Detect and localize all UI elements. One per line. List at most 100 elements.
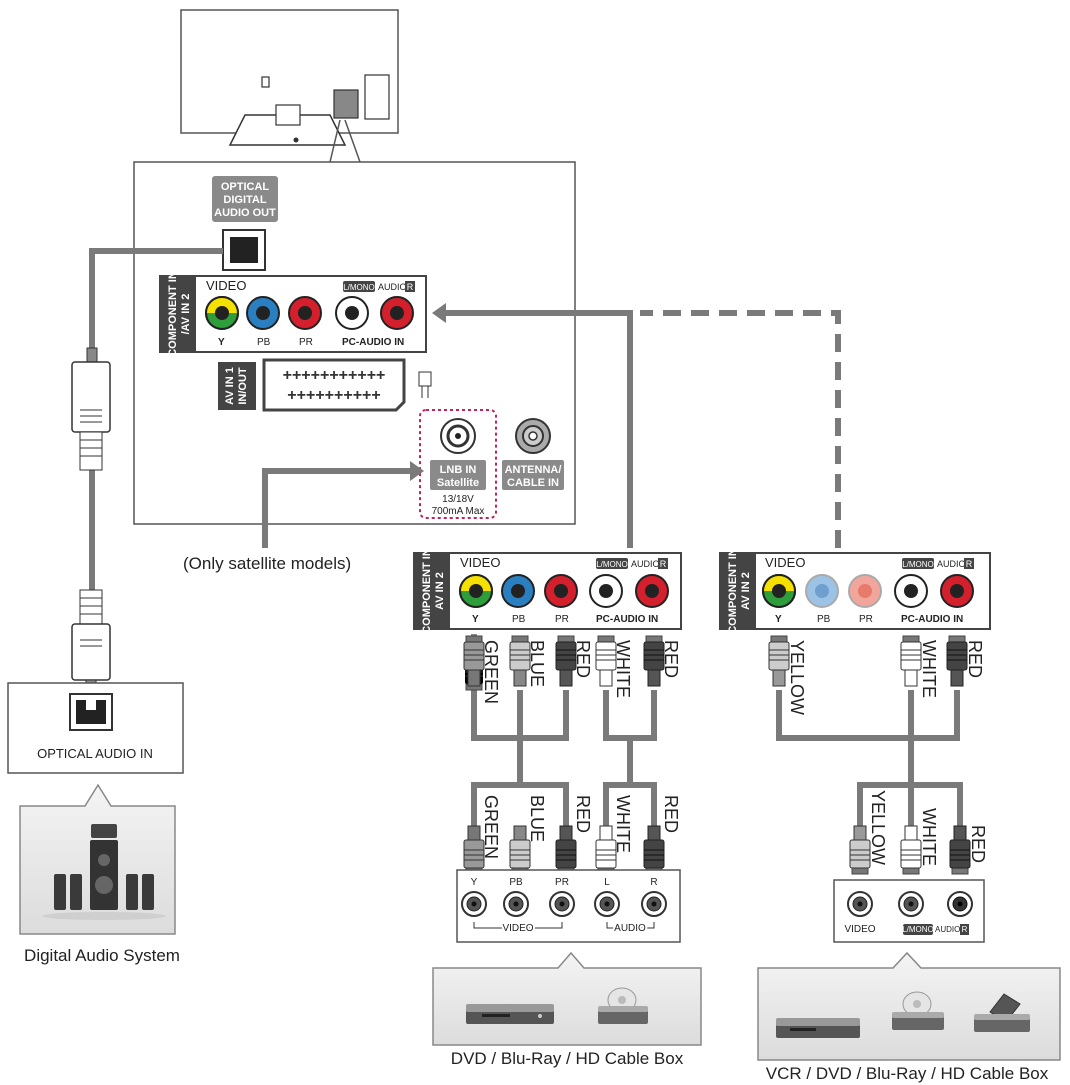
right-jack-pb[interactable] [805, 574, 839, 608]
mid-jack-pb[interactable] [501, 574, 535, 608]
svg-text:COMPONENT IN: COMPONENT IN [167, 271, 179, 357]
satellite-note: (Only satellite models) [183, 554, 351, 573]
tv-jack-audio-r[interactable] [380, 296, 414, 330]
mid-device-label-pr: PR [555, 877, 569, 888]
svg-text:AUDIO: AUDIO [937, 559, 966, 569]
right-label-pr: PR [859, 614, 873, 625]
mid-jack-pr[interactable] [544, 574, 578, 608]
right-device-jack-l[interactable] [898, 891, 924, 917]
svg-text:LNB IN: LNB IN [440, 464, 477, 476]
dvd-icon [892, 991, 944, 1030]
satellite-cable [262, 461, 424, 548]
svg-text:R: R [660, 559, 667, 569]
svg-text:AV IN 2: AV IN 2 [434, 572, 446, 610]
mid-device-jack-r[interactable] [641, 891, 667, 917]
svg-text:VIDEO: VIDEO [206, 278, 246, 293]
svg-text:AUDIO: AUDIO [935, 925, 960, 934]
mid-cable-label-green-bottom: GREEN [481, 795, 501, 859]
mid-device-label-pb: PB [509, 877, 523, 888]
lnb-port[interactable] [440, 418, 476, 454]
right-plugs-bottom [849, 825, 971, 875]
lnb-voltage: 13/18V [442, 494, 474, 505]
tv-jack-pr[interactable] [288, 296, 322, 330]
mid-device-caption: DVD / Blu-Ray / HD Cable Box [451, 1049, 684, 1068]
mid-cable-label-red-top: RED [573, 640, 593, 678]
mid-plugs-top [463, 635, 665, 687]
tv-label-pb: PB [257, 337, 271, 348]
svg-text:AV IN 1: AV IN 1 [224, 367, 236, 405]
svg-text:DIGITAL: DIGITAL [223, 194, 266, 206]
lnb-label: LNB IN Satellite [430, 460, 486, 490]
tv-jack-pb[interactable] [246, 296, 280, 330]
svg-text:R: R [407, 282, 414, 292]
svg-text:CABLE IN: CABLE IN [507, 477, 559, 489]
mid-device-jack-pr[interactable] [549, 891, 575, 917]
tv-jack-audio-l[interactable] [335, 296, 369, 330]
mid-pc-audio-label: PC-AUDIO IN [596, 614, 658, 625]
right-cable-label-white-bottom: WHITE [919, 808, 939, 866]
right-device-video-label: VIDEO [844, 924, 875, 935]
right-cable-label-red-top: RED [965, 640, 985, 678]
tv-outline [180, 9, 399, 163]
right-label-pb: PB [817, 614, 831, 625]
mid-device-frame [432, 951, 702, 1046]
right-jack-y[interactable] [762, 574, 796, 608]
mid-label-y: Y [472, 614, 479, 625]
svg-text:IN/OUT: IN/OUT [237, 367, 249, 405]
right-cable-label-red-bottom: RED [968, 825, 988, 863]
svg-text:++++++++++: ++++++++++ [287, 387, 380, 404]
svg-text:/AV IN 2: /AV IN 2 [180, 294, 192, 335]
vcr-icon [776, 1018, 860, 1038]
right-device-jack-video[interactable] [847, 891, 873, 917]
right-cable-wires [776, 690, 963, 838]
right-jack-pr[interactable] [848, 574, 882, 608]
lnb-area [419, 409, 497, 519]
antenna-port[interactable] [515, 418, 551, 454]
mid-device-jack-l[interactable] [594, 891, 620, 917]
scart-port[interactable]: +++++++++++ ++++++++++ [262, 358, 406, 412]
lnb-current: 700mA Max [432, 506, 485, 517]
mid-cable-wires [471, 690, 657, 838]
right-plugs-top [768, 635, 968, 687]
mid-cable-label-white-bottom: WHITE [613, 795, 633, 853]
scart-direction-icon [418, 371, 432, 398]
svg-text:OPTICAL: OPTICAL [221, 181, 270, 193]
optical-plug-bottom [71, 589, 111, 691]
optical-audio-in-port[interactable] [69, 693, 113, 731]
tv-label-y: Y [218, 337, 225, 348]
mid-device-video-label: VIDEO [502, 923, 533, 934]
right-cable-label-yellow-bottom: YELLOW [868, 790, 888, 865]
optical-plug-top [71, 347, 111, 471]
mid-cable-label-blue-bottom: BLUE [527, 795, 547, 842]
mid-jack-y[interactable] [459, 574, 493, 608]
cable-box-icon [974, 993, 1030, 1032]
mid-jack-audio-r[interactable] [635, 574, 669, 608]
optical-cable [89, 248, 223, 590]
right-label-y: Y [775, 614, 782, 625]
tv-jack-y[interactable] [205, 296, 239, 330]
bluray-player-icon [598, 987, 648, 1024]
optical-out-label: OPTICAL DIGITAL AUDIO OUT [212, 176, 278, 222]
speaker-system-icon [42, 824, 166, 920]
right-jack-audio-r[interactable] [940, 574, 974, 608]
optical-audio-in-label: OPTICAL AUDIO IN [37, 746, 153, 761]
antenna-label: ANTENNA/ CABLE IN [502, 460, 564, 490]
svg-text:AUDIO OUT: AUDIO OUT [214, 207, 276, 219]
svg-text:COMPONENT IN: COMPONENT IN [727, 548, 739, 634]
right-pc-audio-label: PC-AUDIO IN [901, 614, 963, 625]
right-device-jack-r[interactable] [947, 891, 973, 917]
mid-device-label-l: L [604, 877, 610, 888]
mid-device-group-brackets [473, 922, 655, 929]
mid-device-jack-y[interactable] [461, 891, 487, 917]
svg-text:COMPONENT IN: COMPONENT IN [421, 548, 433, 634]
tv-label-pr: PR [299, 337, 313, 348]
right-jack-audio-l[interactable] [894, 574, 928, 608]
svg-text:ANTENNA/: ANTENNA/ [505, 464, 562, 476]
optical-out-port[interactable] [222, 229, 266, 271]
mid-device-jack-pb[interactable] [503, 891, 529, 917]
mid-jack-audio-l[interactable] [589, 574, 623, 608]
svg-text:Satellite: Satellite [437, 477, 479, 489]
tv-pc-audio-label: PC-AUDIO IN [342, 337, 404, 348]
right-device-audio-label: L/MONO AUDIO R [902, 924, 969, 935]
